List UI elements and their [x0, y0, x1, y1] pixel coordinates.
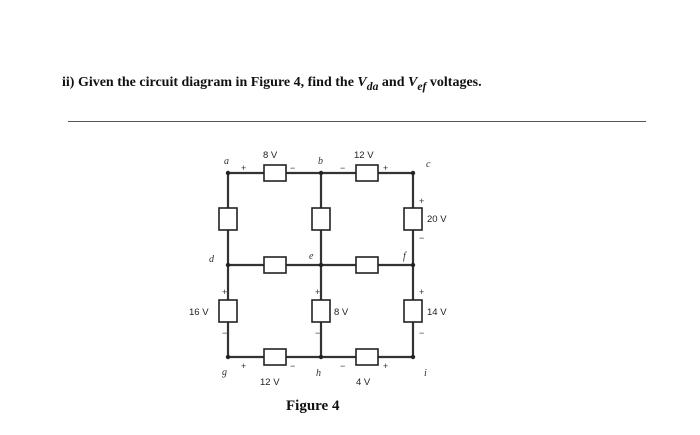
plus-sign: + [383, 361, 388, 371]
element-bottom-gh [263, 348, 287, 366]
element-right-lower [403, 299, 423, 323]
minus-sign: − [290, 163, 295, 173]
element-top-bc [355, 164, 379, 182]
plus-sign: + [241, 163, 246, 173]
source-label-12v-bottom: 12 V [260, 377, 280, 388]
node-labels: a b c d e f g h i [209, 156, 431, 379]
circuit-elements [218, 164, 423, 366]
node-d [225, 262, 231, 268]
source-label-16v: 16 V [189, 307, 209, 318]
element-mid-de [263, 256, 287, 274]
minus-sign: − [340, 163, 345, 173]
node-label-a: a [224, 156, 229, 167]
node-label-i: i [424, 368, 427, 379]
polarity-signs: + − − + + − + − + − + − + − − + [222, 163, 424, 371]
plus-sign: + [241, 361, 246, 371]
element-bottom-hi [355, 348, 379, 366]
source-labels: 8 V 12 V 20 V 16 V 8 V 14 V 12 V 4 V [189, 150, 447, 388]
divider-line [68, 121, 646, 122]
minus-sign: − [340, 361, 345, 371]
source-label-8v-middle: 8 V [334, 307, 349, 318]
figure-caption: Figure 4 [286, 398, 340, 414]
node-label-d: d [209, 254, 215, 265]
plus-sign: + [222, 287, 227, 297]
circuit-nodes [225, 170, 416, 360]
minus-sign: − [315, 328, 320, 338]
question-suffix: voltages. [426, 75, 482, 90]
node-g [225, 354, 231, 360]
plus-sign: + [315, 287, 320, 297]
source-label-20v: 20 V [427, 214, 447, 225]
minus-sign: − [222, 328, 227, 338]
node-i [410, 354, 416, 360]
plus-sign: + [383, 163, 388, 173]
node-h [318, 354, 324, 360]
plus-sign: + [419, 287, 424, 297]
minus-sign: − [419, 233, 424, 243]
element-mid-ef [355, 256, 379, 274]
question-mid: and [378, 75, 408, 90]
node-c [410, 170, 416, 176]
element-left-upper [218, 207, 238, 231]
question-prefix: ii) Given the circuit diagram in Figure … [62, 75, 358, 90]
source-label-8v-top: 8 V [263, 150, 278, 161]
node-f [410, 262, 416, 268]
source-label-4v: 4 V [356, 377, 371, 388]
minus-sign: − [419, 328, 424, 338]
node-label-h: h [316, 368, 321, 379]
node-label-c: c [426, 159, 431, 170]
node-label-b: b [318, 156, 323, 167]
plus-sign: + [419, 196, 424, 206]
source-label-12v-top: 12 V [354, 150, 374, 161]
voltage-vda: Vda [357, 75, 379, 93]
node-label-f: f [403, 251, 407, 262]
element-left-lower [218, 299, 238, 323]
node-b [318, 170, 324, 176]
node-a [225, 170, 231, 176]
node-label-g: g [222, 367, 227, 378]
element-middle-upper [311, 207, 331, 231]
question-text: ii) Given the circuit diagram in Figure … [62, 75, 482, 93]
node-e [318, 262, 324, 268]
source-label-14v: 14 V [427, 307, 447, 318]
element-top-ab [263, 164, 287, 182]
element-middle-lower [311, 299, 331, 323]
node-label-e: e [309, 251, 314, 262]
element-right-upper [403, 207, 423, 231]
minus-sign: − [290, 361, 295, 371]
voltage-vef: Vef [408, 75, 427, 93]
